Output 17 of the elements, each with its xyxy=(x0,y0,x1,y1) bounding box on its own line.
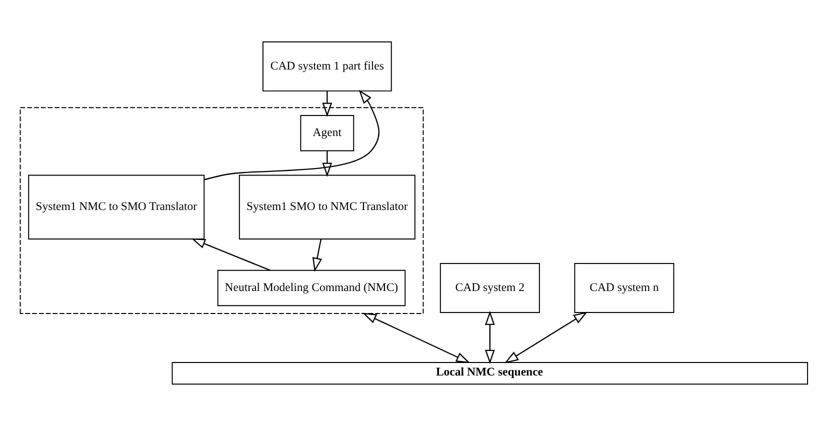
arrow xyxy=(484,310,495,364)
node-box: CAD system 1 part files xyxy=(262,40,392,91)
arrow xyxy=(322,90,332,116)
arrow xyxy=(191,238,270,270)
arrow xyxy=(204,89,380,180)
arrow xyxy=(322,150,332,176)
node-box: System1 NMC to SMO Translator xyxy=(28,174,205,239)
node-box: CAD system 2 xyxy=(440,262,540,312)
cluster xyxy=(20,106,424,314)
arrow xyxy=(504,311,588,363)
node-box: Local NMC sequence xyxy=(172,362,808,384)
node-box: Agent xyxy=(300,114,354,151)
node-box: System1 SMO to NMC Translator xyxy=(238,174,416,239)
arrow xyxy=(362,312,470,363)
node-box: CAD system n xyxy=(574,262,674,312)
node-box: Neutral Modeling Command (NMC) xyxy=(217,269,406,306)
arrow xyxy=(312,238,322,272)
